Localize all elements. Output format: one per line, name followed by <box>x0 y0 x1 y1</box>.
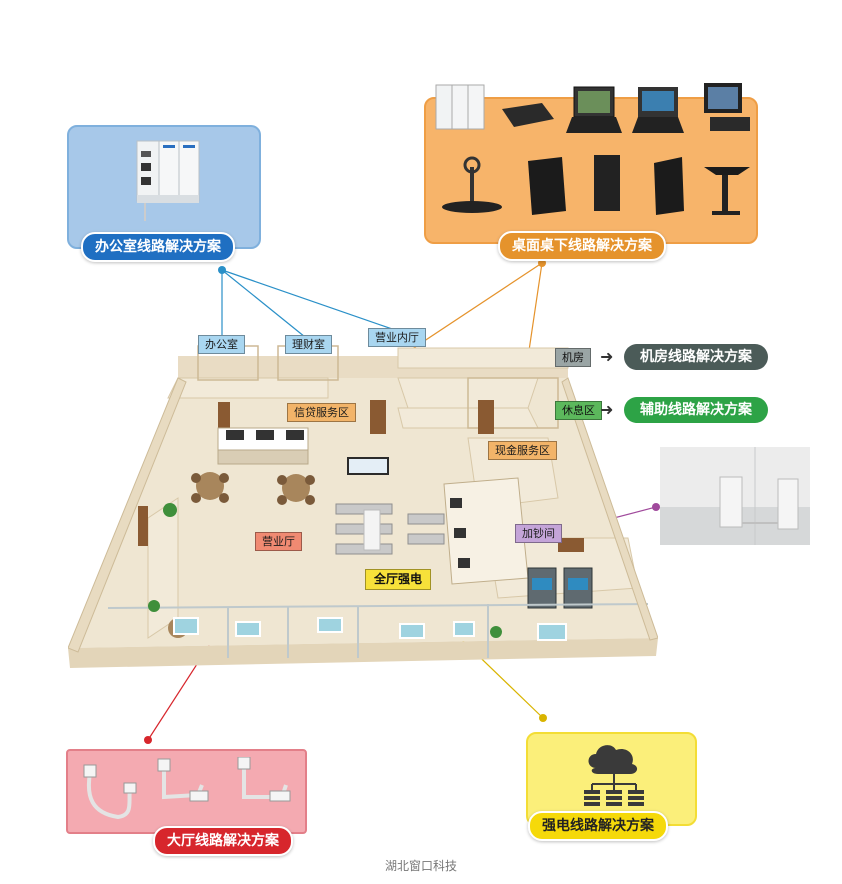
desk-solution-panel <box>424 83 758 244</box>
hall-connector-dot <box>144 736 152 744</box>
arrow-right-icon: ➜ <box>600 400 614 419</box>
area-cash-tag[interactable]: 现金服务区 <box>488 441 557 460</box>
area-machine-room-tag[interactable]: 机房 <box>555 348 591 367</box>
company-footer: 湖北窗口科技 <box>384 859 457 873</box>
arrow-right-icon: ➜ <box>600 347 614 366</box>
inner-hall-connector <box>221 269 396 331</box>
power-solution-panel <box>526 732 697 826</box>
area-credit-tag[interactable]: 信贷服务区 <box>287 403 356 422</box>
wealth-connector <box>221 269 306 338</box>
hall-solution-panel <box>66 749 307 834</box>
cloud-network-icon <box>584 745 644 806</box>
desk-connector-dot <box>538 259 546 267</box>
hall-solution-banner[interactable]: 大厅线路解决方案 <box>153 826 293 856</box>
power-connector-dot <box>539 714 547 722</box>
area-full-power-tag[interactable]: 全厅强电 <box>365 569 432 590</box>
area-rest-tag[interactable]: 休息区 <box>555 401 602 420</box>
area-cash-add-tag[interactable]: 加钞间 <box>515 524 562 543</box>
auxiliary-solution-pill[interactable]: 辅助线路解决方案 <box>624 397 768 423</box>
area-office-tag[interactable]: 办公室 <box>198 335 245 354</box>
power-solution-banner[interactable]: 强电线路解决方案 <box>528 811 668 841</box>
desk-solution-banner[interactable]: 桌面桌下线路解决方案 <box>498 231 666 261</box>
area-business-hall-tag[interactable]: 营业厅 <box>255 532 302 551</box>
area-inner-hall-tag[interactable]: 营业内厅 <box>368 328 426 347</box>
office-solution-panel <box>67 125 261 249</box>
bank-floor-plan <box>68 345 658 668</box>
machine-room-solution-pill[interactable]: 机房线路解决方案 <box>624 344 768 370</box>
office-solution-banner[interactable]: 办公室线路解决方案 <box>81 232 235 262</box>
cash-add-room-image <box>660 447 810 545</box>
area-wealth-tag[interactable]: 理财室 <box>285 335 332 354</box>
desk-products-image <box>435 83 750 215</box>
office-connector-dot <box>218 266 226 274</box>
distribution-box-image <box>136 140 200 221</box>
cash-add-connector-dot <box>652 503 660 511</box>
cash-add-room-photo <box>660 447 810 545</box>
hall-products-image <box>83 757 291 820</box>
